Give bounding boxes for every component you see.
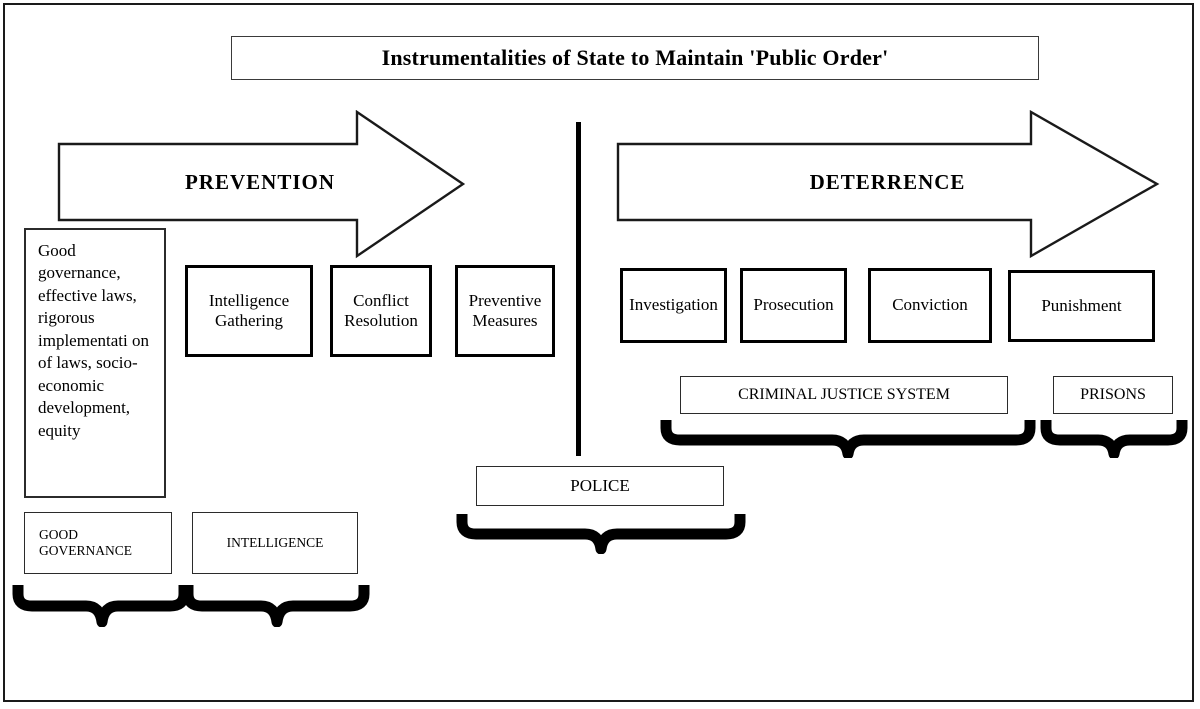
diagram-title-box: Instrumentalities of State to Maintain '… (231, 36, 1039, 80)
group-label-good-governance-line2: GOVERNANCE (39, 543, 132, 558)
group-label-intelligence: INTELLIGENCE (192, 512, 358, 574)
prevention-arrow-label: PREVENTION (184, 170, 336, 194)
brace-good-governance (12, 583, 190, 627)
brace-prisons (1040, 418, 1188, 458)
prevention-stage-intelligence-gathering-line2: Gathering (215, 311, 283, 330)
group-label-good-governance-line1: GOOD (39, 527, 78, 543)
prevention-stage-conflict-resolution: Conflict Resolution (330, 265, 432, 357)
outer-frame (3, 3, 1194, 702)
vertical-divider (576, 122, 581, 456)
good-governance-description-text: Good governance, effective laws, rigorou… (38, 241, 149, 440)
diagram-title: Instrumentalities of State to Maintain '… (381, 45, 889, 70)
group-label-prisons-text: PRISONS (1080, 385, 1146, 403)
deterrence-stage-prosecution: Prosecution (740, 268, 847, 343)
prevention-stage-preventive-measures: Preventive Measures (455, 265, 555, 357)
deterrence-stage-prosecution-label: Prosecution (753, 295, 834, 315)
deterrence-stage-investigation-label: Investigation (629, 295, 718, 315)
group-label-prisons: PRISONS (1053, 376, 1173, 414)
prevention-stage-preventive-measures-line2: Measures (472, 311, 538, 330)
group-label-police: POLICE (476, 466, 724, 506)
deterrence-stage-punishment-label: Punishment (1041, 295, 1122, 315)
group-label-criminal-justice-system: CRIMINAL JUSTICE SYSTEM (680, 376, 1008, 414)
brace-criminal-justice-system (660, 418, 1036, 458)
deterrence-stage-conviction: Conviction (868, 268, 992, 343)
deterrence-arrow (616, 110, 1161, 260)
prevention-stage-preventive-measures-line1: Preventive (468, 290, 542, 310)
prevention-stage-intelligence-gathering-line1: Intelligence (208, 290, 290, 310)
deterrence-stage-punishment: Punishment (1008, 270, 1155, 342)
prevention-stage-intelligence-gathering: Intelligence Gathering (185, 265, 313, 357)
deterrence-stage-conviction-label: Conviction (892, 295, 968, 315)
group-label-police-text: POLICE (570, 475, 630, 495)
deterrence-stage-investigation: Investigation (620, 268, 727, 343)
good-governance-description-box: Good governance, effective laws, rigorou… (24, 228, 166, 498)
brace-intelligence (182, 583, 370, 627)
group-label-criminal-justice-system-text: CRIMINAL JUSTICE SYSTEM (738, 385, 950, 403)
prevention-stage-conflict-resolution-line2: Resolution (344, 311, 418, 330)
brace-police (456, 512, 746, 554)
deterrence-arrow-label: DETERRENCE (809, 170, 966, 194)
prevention-arrow (57, 110, 467, 260)
group-label-good-governance: GOOD GOVERNANCE (24, 512, 172, 574)
group-label-intelligence-text: INTELLIGENCE (226, 535, 324, 551)
prevention-stage-conflict-resolution-line1: Conflict (353, 290, 409, 310)
